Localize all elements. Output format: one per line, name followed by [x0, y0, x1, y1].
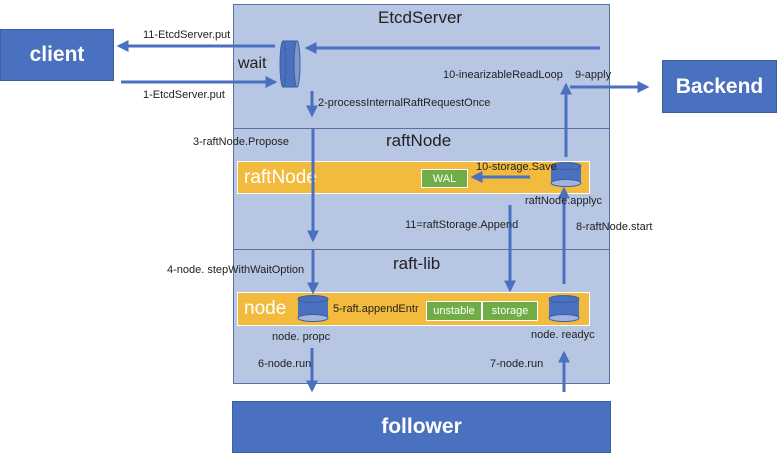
wait-label: wait [238, 55, 267, 72]
readyc-queue-icon [548, 295, 580, 322]
backend-label: Backend [675, 74, 764, 98]
wal-box: WAL [421, 169, 468, 188]
client-node: client [0, 29, 114, 81]
raftlib-title: raft-lib [393, 254, 441, 273]
edge-label-e9: 9-apply [575, 69, 612, 81]
edge-label-e1: 1-EtcdServer.put [143, 89, 225, 101]
edge-label-e4: 4-node. stepWithWaitOption [167, 264, 305, 276]
etcdserver-title: EtcdServer [378, 8, 463, 27]
follower-node: follower [232, 401, 611, 453]
edge-label-e10a: 10-inearizableReadLoop [443, 69, 563, 81]
storage-box: storage [482, 301, 538, 321]
edge-label-e8: 8-raftNode.start [576, 221, 653, 233]
edge-label-e7: 7-node.run [490, 358, 544, 370]
storage-label: storage [491, 305, 529, 317]
wal-label: WAL [432, 172, 457, 185]
propc-queue-icon [297, 295, 329, 322]
edge-label-e11b: 11=raftStorage.Append [405, 219, 519, 231]
edge-label-e5: 5-raft.appendEntr [333, 303, 419, 315]
backend-node: Backend [662, 60, 777, 113]
unstable-box: unstable [426, 301, 482, 321]
raftnode-bar [237, 161, 590, 194]
edge-label-e11a: 11-EtcdServer.put [143, 29, 231, 41]
edge-label-e10b: 10-storage.Save [476, 161, 557, 173]
edge-label-e2: 2-processInternalRaftRequestOnce [318, 97, 491, 109]
raftnode-bar-label: raftNode [244, 167, 317, 188]
edge-label-e3: 3-raftNode.Propose [193, 136, 289, 148]
applyc-queue-icon [550, 162, 582, 187]
readyc-label: node. readyc [531, 329, 595, 341]
wait-queue-icon [279, 40, 301, 88]
edge-label-e6: 6-node.run [258, 358, 312, 370]
raftnode-title: raftNode [386, 131, 452, 150]
applyc-label: raftNode.applyc [525, 195, 603, 207]
follower-label: follower [381, 415, 462, 438]
node-bar-label: node [244, 298, 287, 319]
propc-label: node. propc [272, 331, 331, 343]
unstable-label: unstable [433, 305, 475, 317]
client-label: client [29, 43, 85, 66]
